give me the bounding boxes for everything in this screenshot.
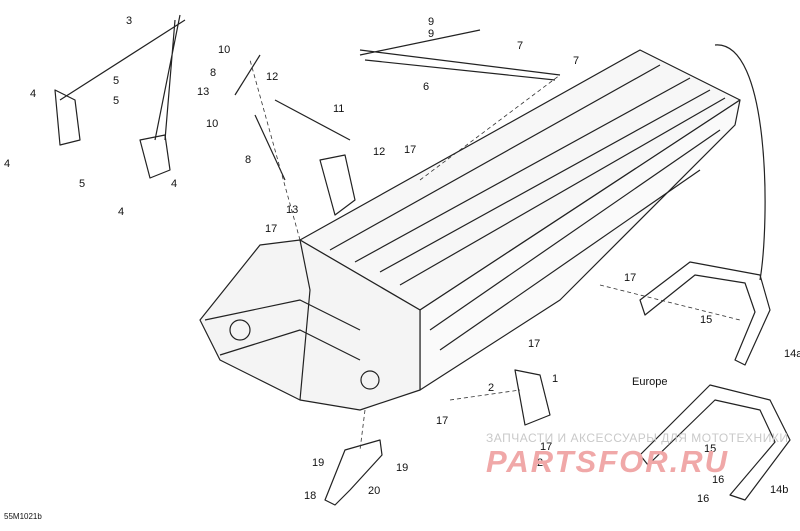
watermark-logo: PARTSFOR.RU: [486, 444, 730, 479]
callout-7: 7: [517, 40, 524, 52]
steering-column: [59, 14, 186, 141]
callout-4: 4: [4, 158, 11, 170]
callout-6: 6: [423, 81, 430, 93]
callout-2: 2: [488, 382, 495, 394]
callout-14a: 14a: [784, 348, 800, 360]
callout-3: 3: [126, 15, 133, 27]
callout-15: 15: [704, 443, 717, 455]
front-frame: [199, 239, 421, 411]
callout-17: 17: [265, 223, 278, 235]
callout-16: 16: [697, 493, 710, 505]
callout-18: 18: [304, 490, 317, 502]
callout-19: 19: [312, 457, 325, 469]
callout-9: 9: [428, 16, 435, 28]
callout-16: 16: [712, 474, 725, 486]
brace-arm: [359, 29, 561, 81]
callout-17: 17: [528, 338, 541, 350]
callout-10: 10: [218, 44, 231, 56]
callout-17: 17: [540, 441, 553, 453]
callout-1: 1: [552, 373, 559, 385]
callout-14b: 14b: [770, 484, 789, 496]
callout-19: 19: [396, 462, 409, 474]
callout-17: 17: [404, 144, 417, 156]
callout-12: 12: [266, 71, 279, 83]
callout-17: 17: [436, 415, 449, 427]
callout-4: 4: [171, 178, 178, 190]
callout-13: 13: [197, 86, 210, 98]
region-label-europe: Europe: [632, 376, 668, 388]
callout-10: 10: [206, 118, 219, 130]
callout-9: 9: [428, 28, 435, 40]
callout-17: 17: [624, 272, 637, 284]
callout-20: 20: [368, 485, 381, 497]
callout-13: 13: [286, 204, 299, 216]
callout-12: 12: [373, 146, 386, 158]
callout-8: 8: [245, 154, 252, 166]
callout-4: 4: [118, 206, 125, 218]
callout-8: 8: [210, 67, 217, 79]
rear-bumper-14a: [639, 261, 771, 366]
callout-15: 15: [700, 314, 713, 326]
callout-7: 7: [573, 55, 580, 67]
figure-code: 55M1021b: [4, 512, 42, 521]
rear-bumper-14b: [639, 384, 791, 501]
callout-5: 5: [79, 178, 86, 190]
protector-18: [324, 439, 383, 506]
callout-2: 2: [537, 457, 544, 469]
watermark-subtitle: ЗАПЧАСТИ И АКСЕССУАРЫ ДЛЯ МОТОТЕХНИКИ: [486, 431, 789, 445]
callout-4: 4: [30, 88, 37, 100]
callout-5: 5: [113, 95, 120, 107]
callout-11: 11: [333, 103, 345, 115]
callout-5: 5: [113, 75, 120, 87]
